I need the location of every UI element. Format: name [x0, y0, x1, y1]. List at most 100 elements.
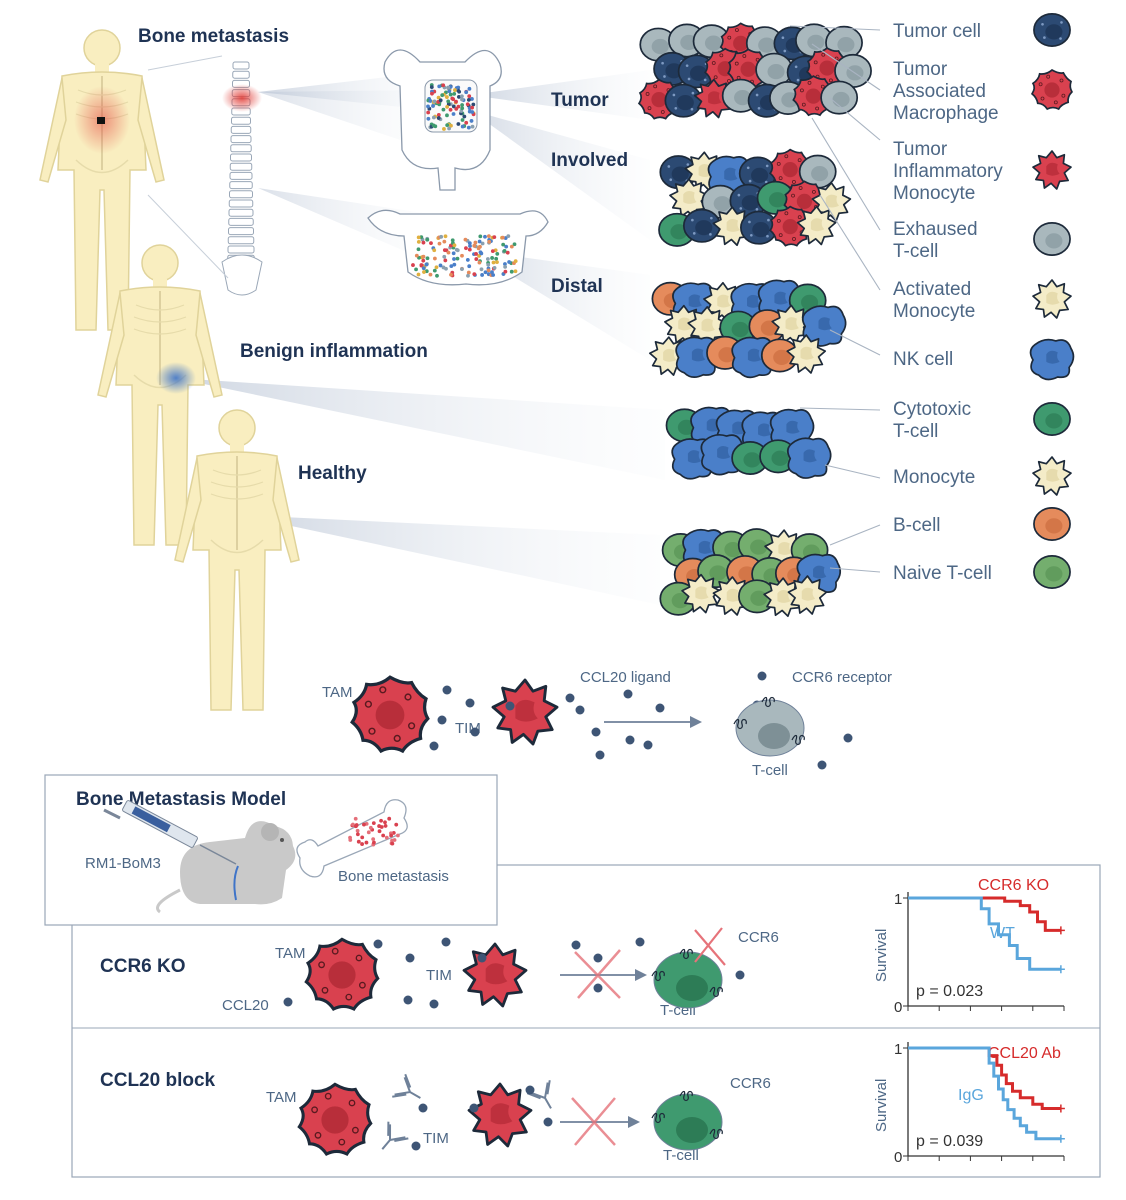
marrow-cell-dot	[442, 127, 446, 131]
marrow-cell-dot	[502, 248, 507, 253]
marrow-cell-dot	[487, 239, 492, 244]
vertebra-icon	[229, 171, 253, 180]
marrow-cell-dot	[416, 247, 421, 252]
marrow-cell-dot	[432, 256, 437, 261]
tam-macrophage-icon	[304, 937, 380, 1012]
marrow-cell-dot	[503, 236, 508, 240]
series-label-1: IgG	[958, 1087, 984, 1104]
human-figure-bone-metastasis	[39, 29, 165, 331]
ccl20-ligand-dot	[411, 1141, 421, 1151]
marrow-cell-dot	[448, 92, 453, 97]
marrow-cell-dot	[432, 268, 437, 273]
vertebra-icon	[228, 208, 254, 217]
tim-monocyte-icon	[467, 1082, 533, 1148]
marrow-cell-dot	[360, 842, 364, 846]
marrow-cell-dot	[462, 114, 467, 119]
marrow-cell-dot	[441, 107, 446, 112]
vertebra-tumor	[383, 49, 502, 191]
model-title: Bone Metastasis Model	[76, 789, 286, 810]
ccl20-ligand-dot	[575, 705, 585, 715]
legend-label-bcell: B-cell	[893, 515, 941, 536]
blocked-cross-icon	[574, 949, 621, 999]
ccl20-ligand-dot	[283, 997, 293, 1007]
marrow-cell-dot	[421, 258, 426, 263]
ccl20-ligand-dot	[571, 940, 581, 950]
marrow-cell-dot	[437, 241, 442, 246]
marrow-cell-dot	[474, 252, 478, 256]
marrow-cell-dot	[470, 124, 475, 129]
ccl20-ligand-dot	[373, 939, 383, 949]
ko-ccl20-label: CCL20	[222, 997, 269, 1014]
exhausted-cell-icon	[755, 52, 794, 87]
ko-tim-label: TIM	[426, 967, 452, 984]
marrow-cell-dot	[438, 98, 443, 103]
marrow-cell-dot	[503, 264, 508, 269]
marrow-cell-dot	[383, 820, 387, 825]
marrow-cell-dot	[449, 272, 453, 277]
marrow-cell-dot	[396, 833, 400, 838]
marrow-cell-dot	[364, 840, 369, 845]
marrow-cell-dot	[429, 85, 434, 90]
sacrum-icon	[221, 254, 263, 296]
marrow-cell-dot	[507, 260, 512, 264]
marrow-cell-dot	[442, 248, 447, 253]
marrow-cell-dot	[379, 825, 384, 829]
marrow-cell-dot	[443, 234, 448, 239]
marrow-cell-dot	[468, 244, 472, 248]
marrow-cell-dot	[366, 830, 371, 835]
marrow-cell-dot	[447, 126, 451, 131]
ccl20-ligand-dot	[465, 698, 475, 708]
marrow-cell-dot	[430, 91, 434, 96]
marrow-cell-dot	[452, 92, 457, 96]
censor-mark	[1056, 1134, 1065, 1143]
marrow-cell-dot	[371, 837, 376, 842]
series-label-0: CCL20 Ab	[988, 1045, 1061, 1062]
ccr6-receptor-icon	[709, 986, 723, 998]
y-tick-label-0: 0	[894, 1149, 902, 1166]
marrow-cell-dot	[416, 272, 421, 277]
ccr6-receptor-icon	[651, 1112, 665, 1124]
marrow-cell-dot	[460, 253, 464, 258]
marrow-cell-dot	[465, 258, 470, 262]
nk-cell-icon	[786, 437, 832, 479]
legend-label-tumor_cell: Tumor cell	[893, 21, 981, 42]
marrow-cell-dot	[384, 835, 389, 840]
marrow-cell-dot	[490, 249, 495, 254]
p-value: p = 0.039	[916, 1133, 983, 1150]
marrow-cell-dot	[372, 840, 376, 845]
label-healthy: Healthy	[298, 463, 367, 484]
block-tim-label: TIM	[423, 1130, 449, 1147]
marrow-cell-dot	[419, 263, 424, 267]
y-axis-label: Survival	[873, 929, 890, 982]
marrow-cell-dot	[371, 821, 376, 826]
marrow-cell-dot	[442, 254, 447, 259]
marrow-cell-dot	[466, 273, 470, 278]
t-cell-icon	[733, 696, 805, 757]
marrow-cell-dot	[435, 273, 439, 278]
naive-cell-icon	[697, 554, 735, 589]
tumor_cell-cell-icon	[682, 208, 721, 243]
tim-legend-icon	[1032, 150, 1072, 190]
marrow-cell-dot	[425, 237, 430, 242]
marrow-cell-dot	[448, 107, 453, 112]
marrow-cell-dot	[503, 269, 508, 274]
marrow-cell-dot	[479, 251, 484, 256]
marrow-cell-dot	[467, 247, 472, 252]
ccr6-receptor-icon	[791, 734, 805, 746]
marrow-cell-dot	[454, 247, 459, 252]
ccl20-ligand-dot	[595, 750, 605, 760]
marrow-cell-dot	[512, 242, 517, 247]
marrow-cell-dot	[436, 116, 441, 120]
y-tick-label-1: 1	[894, 891, 902, 908]
ccl20-ligand-dot	[437, 715, 447, 725]
vertebra-icon	[229, 162, 253, 171]
marrow-cell-dot	[447, 89, 452, 94]
antibody-icon	[526, 1080, 552, 1109]
ccr6-receptor-icon	[709, 1128, 723, 1140]
marrow-cell-dot	[383, 824, 388, 828]
label-benign-inflammation: Benign inflammation	[240, 341, 428, 362]
tam-legend-icon	[1030, 69, 1074, 111]
